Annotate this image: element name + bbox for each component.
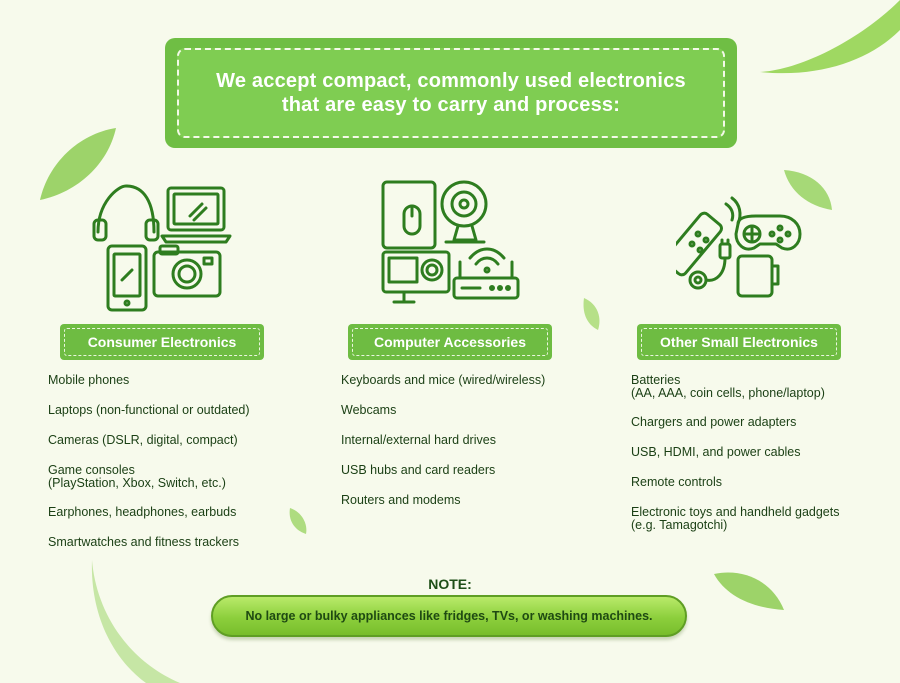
header-banner-inner: We accept compact, commonly used electro… [177, 48, 725, 138]
list-item: USB, HDMI, and power cables [631, 445, 801, 459]
computer-accessories-icon [380, 178, 522, 306]
list-item: Batteries(AA, AAA, coin cells, phone/lap… [631, 373, 825, 400]
banner-line-1: We accept compact, commonly used electro… [216, 70, 686, 92]
list-item: Internal/external hard drives [341, 433, 496, 447]
list-item: Webcams [341, 403, 397, 417]
list-item: USB hubs and card readers [341, 463, 496, 477]
small-electronics-icon [663, 194, 806, 302]
consumer-electronics-list: Mobile phones Laptops (non-functional or… [48, 374, 318, 564]
list-item: Laptops (non-functional or outdated) [48, 403, 250, 417]
category-label-text: Consumer Electronics [87, 334, 237, 350]
category-label-other-small-electronics: Other Small Electronics [637, 324, 841, 360]
note-banner: No large or bulky appliances like fridge… [211, 595, 687, 637]
note-text: No large or bulky appliances like fridge… [245, 609, 653, 623]
list-item: Routers and modems [341, 493, 461, 507]
category-label-text: Other Small Electronics [660, 334, 818, 350]
computer-accessories-list: Keyboards and mice (wired/wireless) Webc… [341, 374, 611, 514]
leaf-decoration-icon [760, 0, 900, 74]
list-item: Remote controls [631, 475, 723, 489]
list-item: Earphones, headphones, earbuds [48, 505, 237, 519]
list-item: Keyboards and mice (wired/wireless) [341, 373, 546, 387]
category-label-text: Computer Accessories [374, 334, 526, 350]
banner-line-2: that are easy to carry and process: [281, 94, 621, 116]
category-label-computer-accessories: Computer Accessories [348, 324, 552, 360]
note-title: NOTE: [428, 576, 472, 592]
list-item: Electronic toys and handheld gadgets(e.g… [631, 505, 840, 532]
list-item: Smartwatches and fitness trackers [48, 535, 240, 549]
leaf-decoration-icon [583, 298, 600, 330]
list-item: Cameras (DSLR, digital, compact) [48, 433, 238, 447]
category-label-consumer-electronics: Consumer Electronics [60, 324, 264, 360]
header-banner: We accept compact, commonly used electro… [165, 38, 737, 148]
consumer-electronics-icon [92, 180, 232, 315]
list-item: Game consoles(PlayStation, Xbox, Switch,… [48, 463, 226, 490]
list-item: Mobile phones [48, 373, 130, 387]
other-small-electronics-list: Batteries(AA, AAA, coin cells, phone/lap… [631, 374, 881, 544]
list-item: Chargers and power adapters [631, 415, 797, 429]
